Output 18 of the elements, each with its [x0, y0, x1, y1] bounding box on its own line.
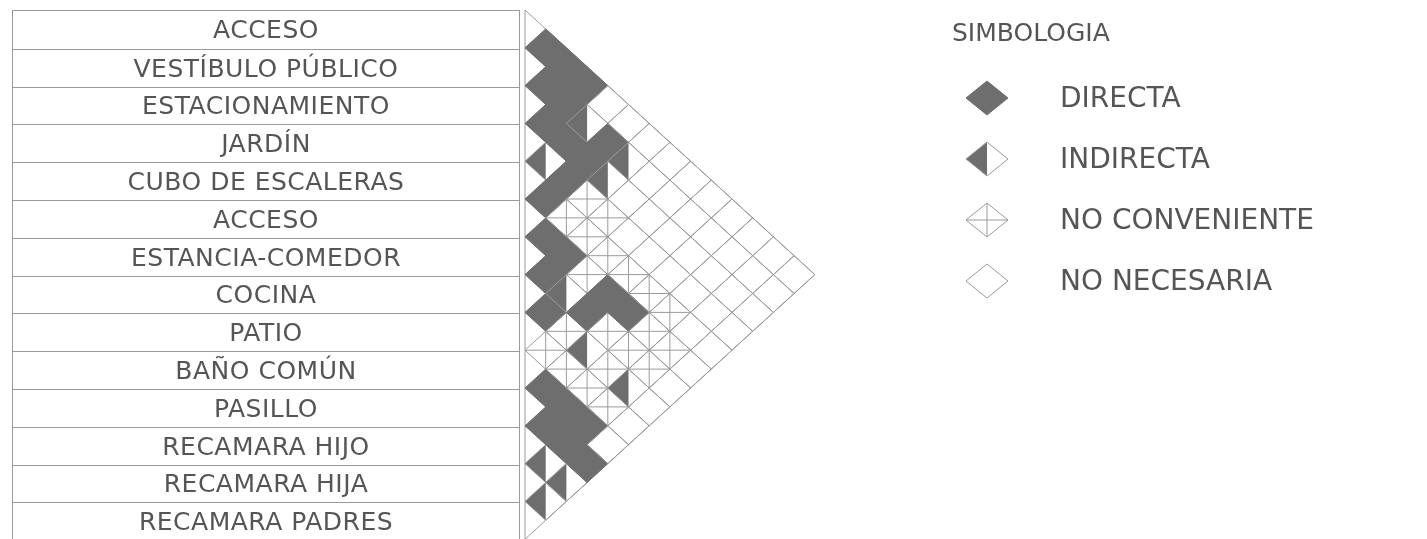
- room-name: RECAMARA PADRES: [138, 509, 394, 535]
- room-name: PASILLO: [214, 395, 318, 421]
- legend-label: INDIRECTA: [1060, 142, 1210, 175]
- room-name: RECAMARA HIJO: [162, 433, 370, 459]
- room-name: RECAMARA HIJA: [163, 471, 369, 497]
- room-name: CUBO DE ESCALERAS: [127, 169, 405, 195]
- room-name: JARDÍN: [221, 131, 311, 157]
- room-name: ESTANCIA-COMEDOR: [131, 244, 401, 270]
- legend-title: SIMBOLOGIA: [952, 18, 1111, 47]
- room-name: COCINA: [215, 282, 317, 308]
- room-name: ESTACIONAMIENTO: [142, 93, 390, 119]
- legend-label: NO NECESARIA: [1060, 264, 1273, 297]
- room-name: VESTÍBULO PÚBLICO: [133, 55, 399, 81]
- room-name: ACCESO: [213, 17, 319, 43]
- legend-label: NO CONVENIENTE: [1060, 203, 1314, 236]
- room-name: ACCESO: [213, 206, 319, 232]
- room-name: PATIO: [229, 320, 303, 346]
- legend-label: DIRECTA: [1060, 81, 1181, 114]
